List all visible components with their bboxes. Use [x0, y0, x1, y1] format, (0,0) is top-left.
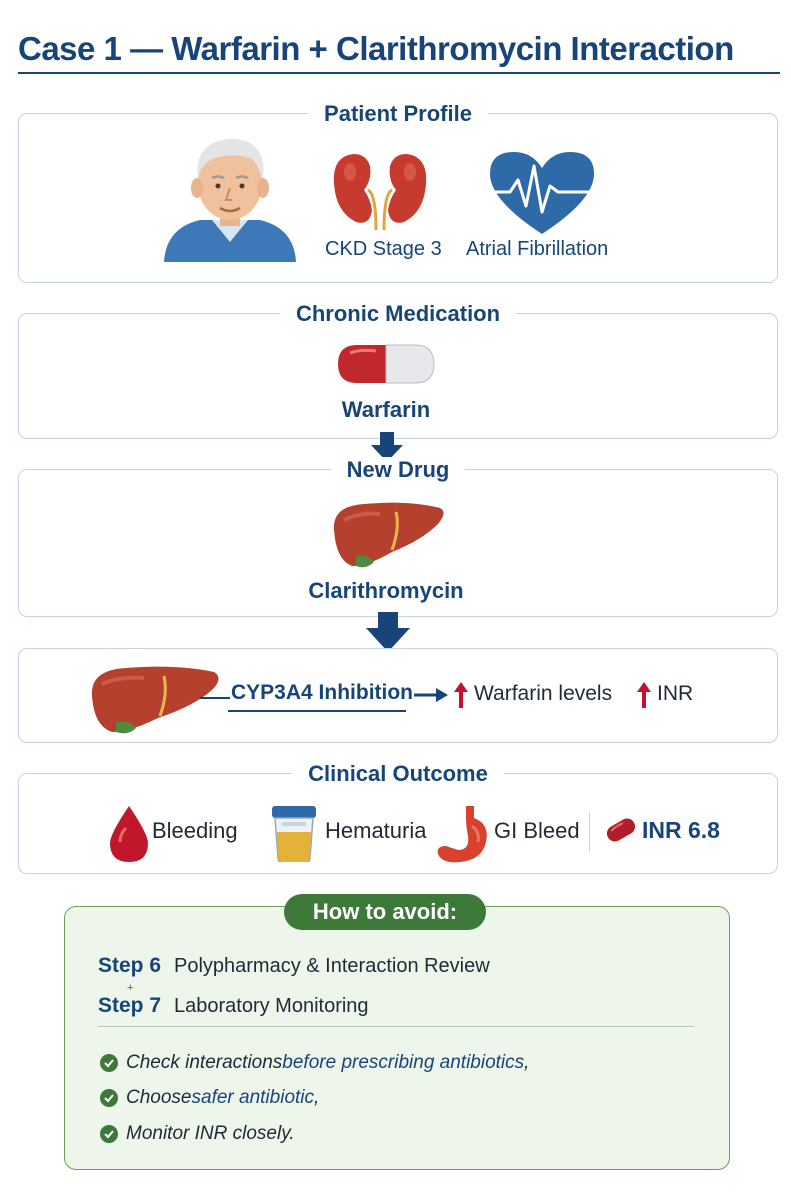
divider [589, 812, 590, 852]
inr-label: INR [657, 682, 694, 705]
how-to-avoid-title: How to avoid: [284, 894, 486, 930]
plus-icon: + [127, 982, 134, 994]
clarithromycin-label: Clarithromycin [308, 578, 464, 603]
right-arrow-icon [414, 688, 448, 702]
check-item: Monitor INR closely. [100, 1123, 295, 1145]
gi-bleed-label: GI Bleed [494, 818, 580, 843]
step-6-number: Step 6 [98, 954, 162, 977]
down-arrow-icon [366, 612, 410, 652]
kidneys-icon [333, 154, 427, 230]
blood-drop-icon [110, 806, 148, 862]
cyp3a4-inhibition-label: CYP3A4 Inhibition [231, 681, 414, 704]
urine-cup-icon [272, 806, 316, 862]
check-icon [100, 1125, 118, 1143]
pill-icon [606, 818, 636, 842]
step-7-text: Laboratory Monitoring [174, 995, 369, 1017]
ckd-caption: CKD Stage 3 [325, 238, 442, 260]
liver-icon [91, 666, 219, 734]
step-7-number: Step 7 [98, 994, 162, 1017]
page-title: Case 1 — Warfarin + Clarithromycin Inter… [18, 30, 734, 67]
patient-profile-label: Patient Profile [308, 101, 488, 126]
liver-icon [333, 502, 444, 568]
stomach-icon [437, 806, 487, 863]
up-arrow-icon [637, 682, 651, 708]
chronic-medication-label: Chronic Medication [279, 301, 517, 326]
up-arrow-icon [454, 682, 468, 708]
how-to-avoid-box [64, 906, 730, 1170]
bleeding-label: Bleeding [152, 818, 238, 843]
connector-line [200, 697, 230, 699]
heart-ecg-icon [480, 152, 604, 234]
check-item: Check interactions before prescribing an… [100, 1052, 529, 1074]
warfarin-levels-label: Warfarin levels [474, 682, 613, 705]
avoid-divider [98, 1026, 694, 1027]
hematuria-label: Hematuria [325, 818, 427, 843]
step-6-text: Polypharmacy & Interaction Review [174, 955, 490, 977]
inr-value: INR 6.8 [642, 817, 720, 843]
check-icon [100, 1089, 118, 1107]
title-underline [18, 72, 780, 74]
af-caption: Atrial Fibrillation [466, 238, 609, 260]
down-arrow-icon [371, 432, 403, 462]
capsule-icon [338, 344, 435, 384]
clinical-outcome-label: Clinical Outcome [292, 761, 504, 786]
warfarin-label: Warfarin [341, 397, 431, 422]
check-icon [100, 1054, 118, 1072]
inhibition-underline [228, 710, 406, 712]
check-item: Choose safer antibiotic, [100, 1087, 319, 1109]
elderly-man-icon [164, 139, 296, 262]
